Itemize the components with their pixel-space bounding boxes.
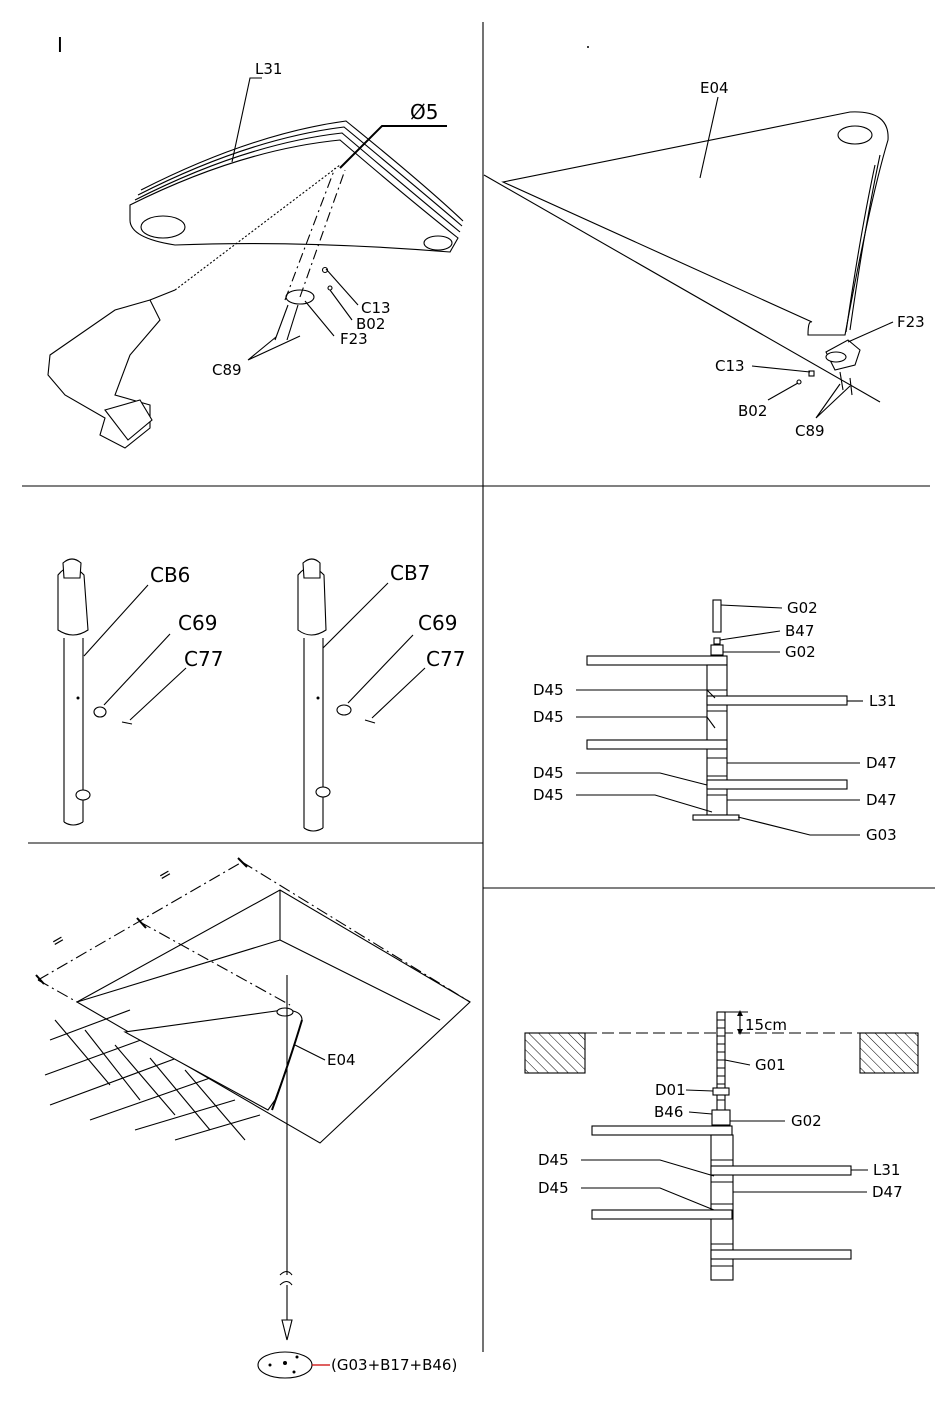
label-c89: C89 — [212, 361, 242, 379]
panel-2-sail-corner: E04 F23 C13 B02 C89 — [484, 46, 925, 440]
panel-4-stacking-order: G02 B47 G02 D45 L31 D45 D47 D45 D45 D47 … — [533, 599, 897, 844]
label-d45-a: D45 — [533, 681, 564, 699]
label-c69-a: C69 — [178, 611, 217, 635]
ground-section-left — [525, 1033, 585, 1073]
label-b47: B47 — [785, 622, 814, 640]
panel-5-ground-layout: = = E04 (G03+B17+B46) — [36, 858, 470, 1378]
label-base-assembly: (G03+B17+B46) — [331, 1356, 457, 1374]
label-d01: D01 — [655, 1081, 686, 1099]
label-d45-b: D45 — [538, 1179, 569, 1197]
label-g03: G03 — [866, 826, 897, 844]
label-d45-d: D45 — [533, 786, 564, 804]
ground-section-right — [860, 1033, 918, 1073]
label-drill-size: Ø5 — [410, 100, 438, 124]
label-d45-c: D45 — [533, 764, 564, 782]
label-l31: L31 — [869, 692, 896, 710]
label-c77-b: C77 — [426, 647, 465, 671]
label-g02: G02 — [791, 1112, 822, 1130]
label-d45-b: D45 — [533, 708, 564, 726]
post-cb6-drawing — [58, 559, 132, 825]
svg-text:=: = — [48, 930, 68, 952]
corner-mark: I — [57, 33, 63, 57]
label-f23: F23 — [897, 313, 925, 331]
label-d47-a: D47 — [866, 754, 897, 772]
label-d45-a: D45 — [538, 1151, 569, 1169]
arm-l31-drawing — [130, 121, 463, 252]
label-e04: E04 — [700, 79, 729, 97]
label-l31: L31 — [873, 1161, 900, 1179]
label-e04: E04 — [327, 1051, 356, 1069]
label-cb6: CB6 — [150, 563, 190, 587]
label-cb7: CB7 — [390, 561, 430, 585]
label-f23: F23 — [340, 330, 368, 348]
label-g01: G01 — [755, 1056, 786, 1074]
label-g02-a: G02 — [787, 599, 818, 617]
label-b46: B46 — [654, 1103, 683, 1121]
label-c77-a: C77 — [184, 647, 223, 671]
label-d47-b: D47 — [866, 791, 897, 809]
post-cb7-drawing — [298, 559, 375, 831]
label-c13: C13 — [715, 357, 745, 375]
panel-3-posts: CB6 C69 C77 CB7 C69 C77 — [58, 559, 465, 831]
panel-6-installation: 15cm G01 D01 B46 G02 D45 L31 D45 D47 — [525, 1010, 918, 1280]
label-g02-b: G02 — [785, 643, 816, 661]
label-l31: L31 — [255, 60, 282, 78]
label-c69-b: C69 — [418, 611, 457, 635]
label-gap-15cm: 15cm — [745, 1016, 787, 1034]
label-b02: B02 — [738, 402, 767, 420]
label-c89: C89 — [795, 422, 825, 440]
svg-text:=: = — [155, 864, 175, 886]
panel-1-drilling-arm: I L31 Ø5 — [48, 33, 463, 448]
label-d47: D47 — [872, 1183, 903, 1201]
